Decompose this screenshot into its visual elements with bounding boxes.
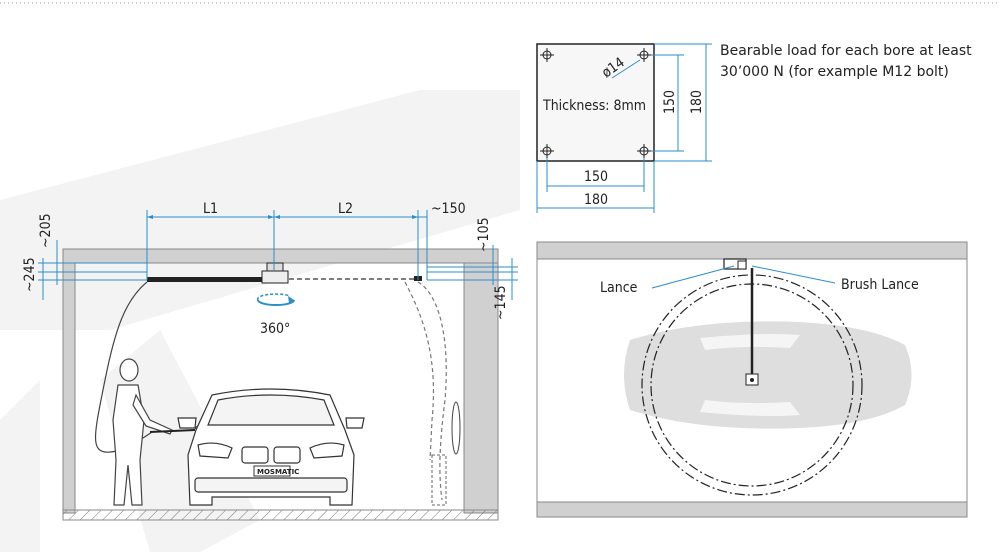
brush-lance xyxy=(431,454,447,506)
hose-right xyxy=(417,281,447,501)
l2-label: L2 xyxy=(338,201,353,217)
mounting-plate: ø14 Thickness: 8mm 150 180 150 180 Beara… xyxy=(536,43,972,213)
ceiling xyxy=(62,248,499,264)
brush-lance-label: Brush Lance xyxy=(841,277,919,293)
lance-label: Lance xyxy=(600,280,638,296)
car-top-silhouette xyxy=(624,321,912,429)
offset-150-label: ~150 xyxy=(431,201,466,217)
plate-inner-width: 150 xyxy=(584,169,608,185)
bore-holes xyxy=(540,48,651,158)
rotation-label: 360° xyxy=(260,321,290,337)
l1-label: L1 xyxy=(203,201,218,217)
operator-figure xyxy=(112,358,173,506)
dim-245-label: ~245 xyxy=(22,257,38,292)
top-view: Lance Brush Lance xyxy=(536,241,968,518)
license-plate xyxy=(253,465,291,477)
dim-105-label: ~105 xyxy=(476,217,492,252)
plate-outer-width: 180 xyxy=(584,192,608,208)
dim-145-label: ~145 xyxy=(493,285,509,320)
front-dimension-lines xyxy=(38,210,518,300)
bore-leader xyxy=(611,59,641,79)
front-dimension-ticks xyxy=(147,215,418,219)
rotation-arrow xyxy=(257,299,295,306)
spray-lance xyxy=(149,429,196,433)
lance-leader xyxy=(651,265,735,289)
dim-205-label: ~205 xyxy=(38,213,54,248)
car-front xyxy=(177,388,365,506)
bottom-wall xyxy=(536,501,968,518)
right-wall xyxy=(463,262,499,514)
load-note-line2: 30’000 N (for example M12 bolt) xyxy=(720,64,949,80)
swivel-mount xyxy=(256,262,295,306)
thickness-label: Thickness: 8mm xyxy=(542,98,646,114)
brush-lance-dashed xyxy=(404,281,435,461)
license-plate-text: MOSMATIC xyxy=(257,468,299,476)
floor xyxy=(62,509,499,521)
brush-lance-leader xyxy=(751,265,836,284)
left-wall xyxy=(62,262,76,514)
load-note-line1: Bearable load for each bore at least xyxy=(720,43,972,59)
boom-arm-left xyxy=(147,277,273,282)
top-wall xyxy=(536,241,968,260)
front-view: 360° MOSMATIC xyxy=(22,201,518,521)
hose-hook xyxy=(451,401,461,455)
plate-dimension-lines xyxy=(536,43,712,213)
plate-inner-height: 150 xyxy=(662,90,678,114)
plate-outer-height: 180 xyxy=(689,90,705,114)
